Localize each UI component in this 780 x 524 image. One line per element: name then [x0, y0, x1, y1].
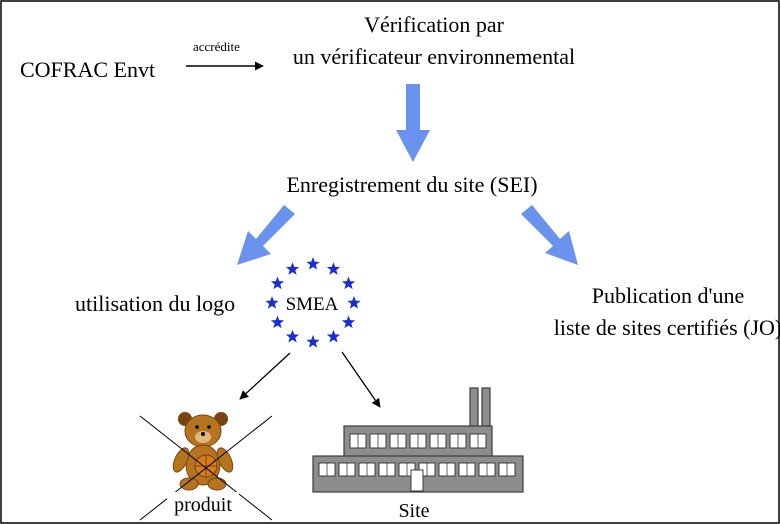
- eu-star: [326, 262, 341, 275]
- flow-arrow-left: [237, 205, 295, 265]
- verification-line2: un vérificateur environnemental: [293, 44, 575, 69]
- eu-star: [306, 257, 320, 270]
- site-label: Site: [398, 500, 429, 522]
- eu-star: [285, 262, 300, 275]
- accredit-label: accrédite: [193, 39, 240, 54]
- publication-line1: Publication d'une: [592, 283, 744, 308]
- cross-line-2: [139, 415, 273, 521]
- publication-line2: liste de sites certifiés (JO): [554, 315, 780, 340]
- eu-star: [326, 329, 341, 343]
- verification-line1: Vérification par: [364, 12, 505, 37]
- eu-star: [285, 329, 300, 343]
- teddy-bear-icon: [172, 412, 234, 491]
- eu-star: [270, 276, 285, 290]
- arrow-to-product: [239, 352, 291, 400]
- eu-star: [270, 315, 285, 329]
- flow-arrow-down: [396, 84, 430, 162]
- flow-arrow-right: [521, 205, 578, 265]
- logo-use-label: utilisation du logo: [75, 291, 235, 316]
- eu-stars-ring: [265, 257, 361, 348]
- factory-icon: [312, 387, 524, 493]
- cofrac-label: COFRAC Envt: [20, 57, 155, 82]
- eu-star: [306, 335, 320, 348]
- eu-star: [347, 296, 361, 309]
- product-label: produit: [174, 494, 232, 516]
- emas-logo: SMEA: [265, 257, 361, 348]
- eu-star: [341, 315, 356, 329]
- arrow-to-site: [341, 351, 381, 408]
- registration-label: Enregistrement du site (SEI): [286, 172, 537, 197]
- logo-text: SMEA: [286, 294, 339, 315]
- eu-star: [265, 296, 279, 309]
- product-label-bg: [167, 492, 239, 516]
- eu-star: [341, 276, 356, 290]
